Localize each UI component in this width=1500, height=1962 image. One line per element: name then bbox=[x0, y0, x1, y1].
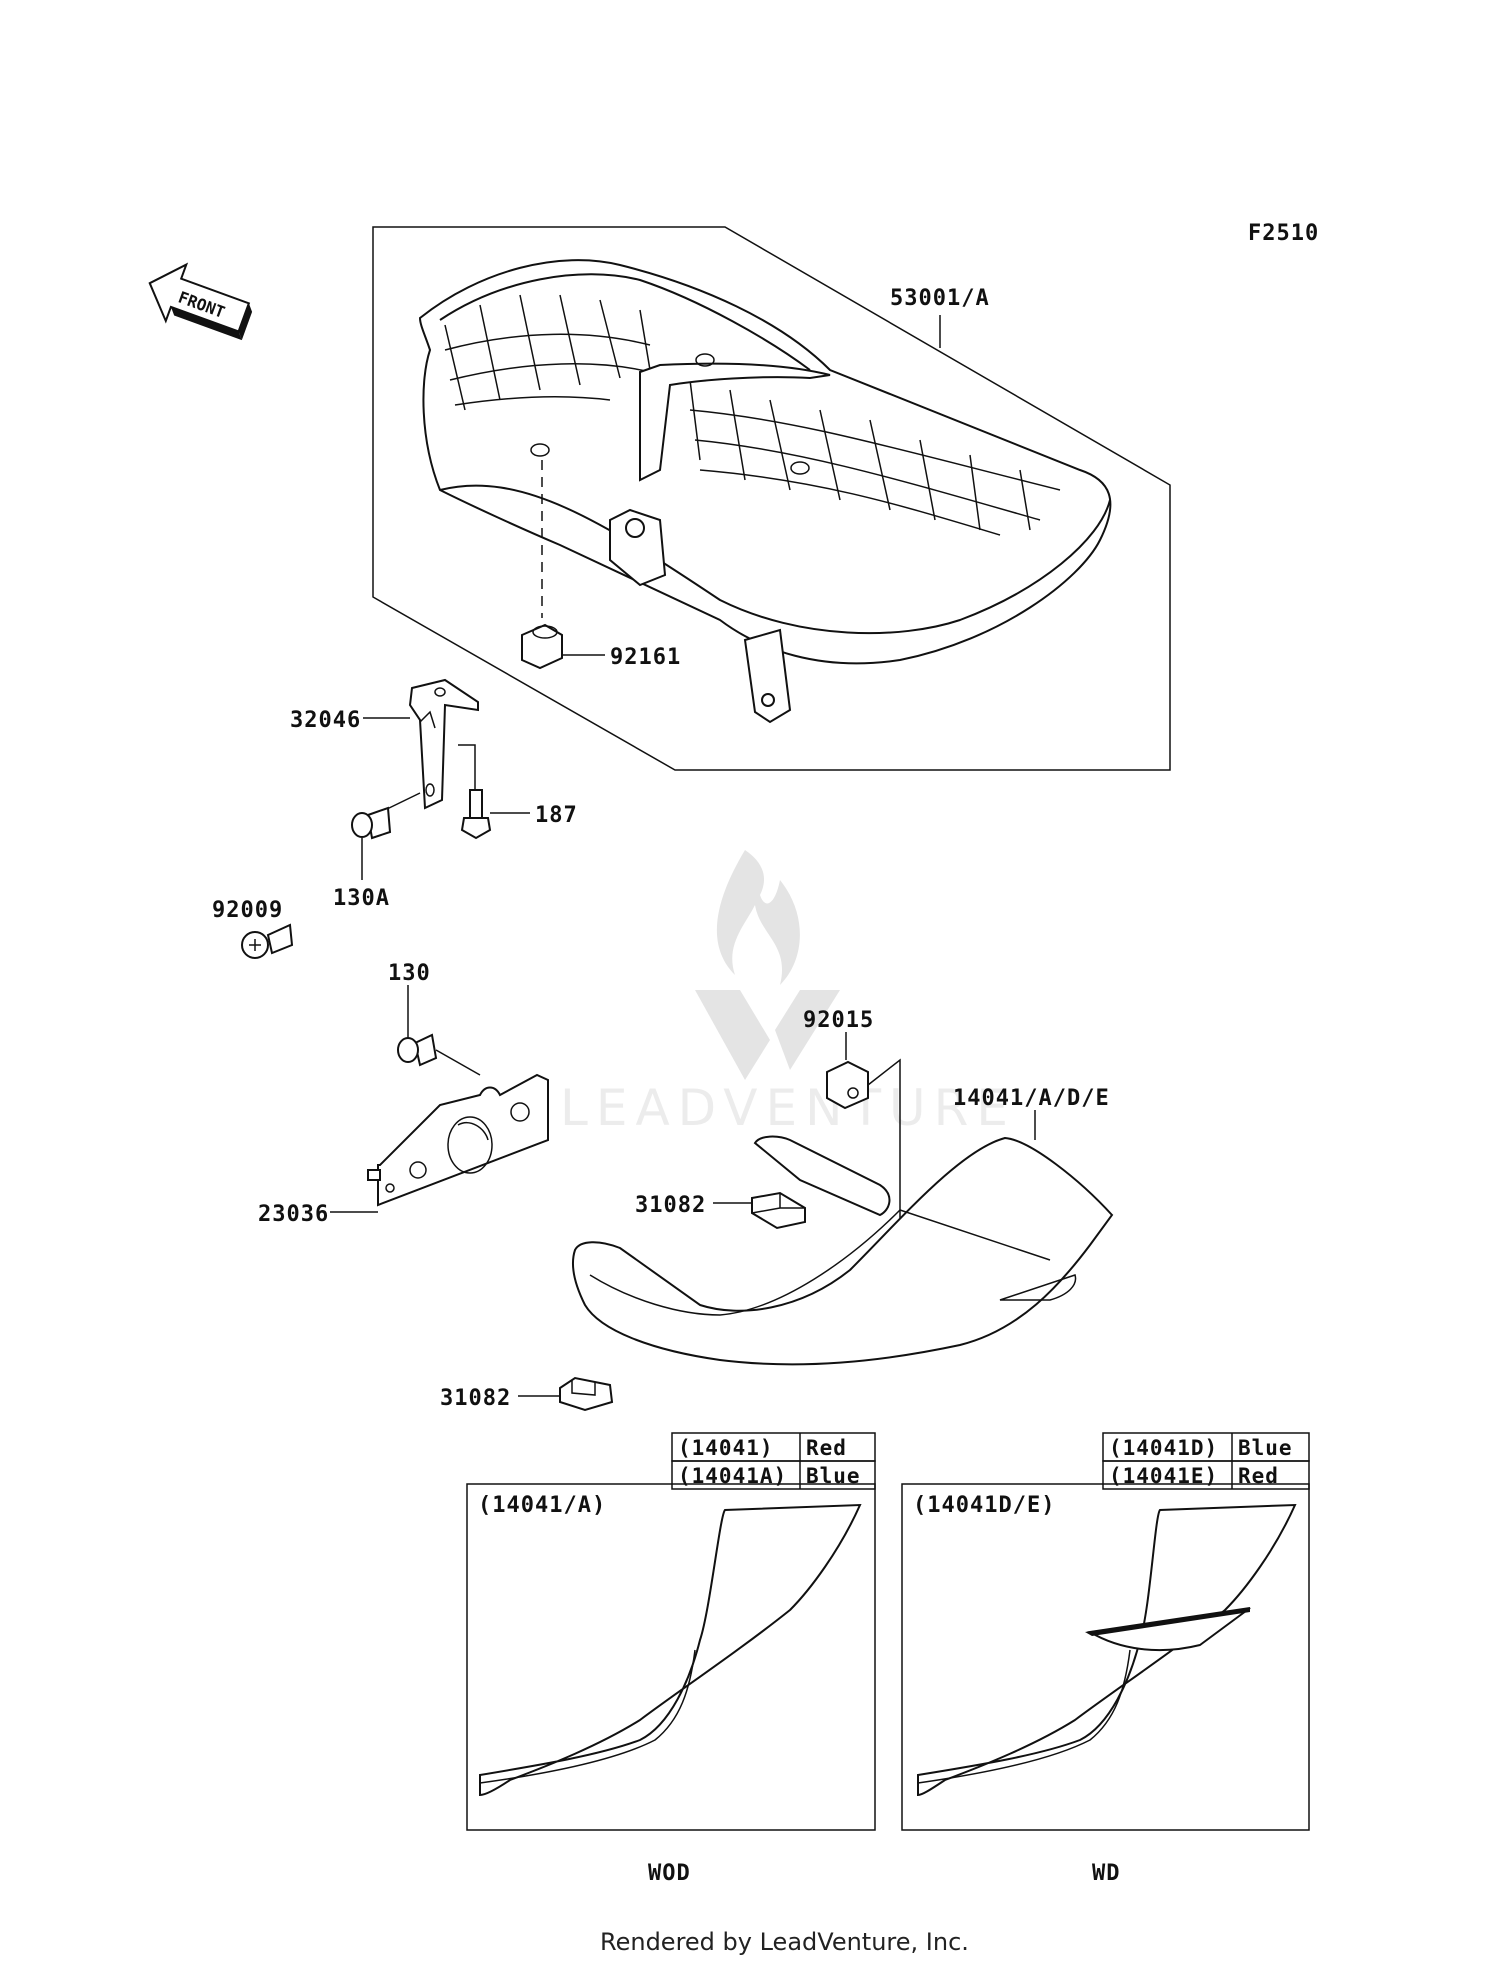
label-plate: 23036 bbox=[258, 1202, 329, 1227]
bolt-187 bbox=[458, 744, 492, 840]
label-bolt-130a: 130A bbox=[333, 886, 390, 911]
variant-1-frame bbox=[466, 1483, 876, 1831]
variant-1-row-1-code: (14041) bbox=[678, 1436, 774, 1460]
watermark-logo: LEADVENTURE bbox=[560, 850, 1016, 1137]
variant-1-row-1-color: Red bbox=[806, 1436, 847, 1460]
variant-1-panel-label: (14041/A) bbox=[478, 1493, 606, 1518]
seat-assembly-box bbox=[372, 226, 1171, 771]
label-screw: 92009 bbox=[212, 898, 283, 923]
label-side-cover: 14041/A/D/E bbox=[953, 1086, 1110, 1111]
cushion-upper bbox=[751, 1191, 806, 1230]
bolt-130a bbox=[351, 792, 421, 840]
plate-23036 bbox=[367, 1073, 549, 1207]
screw-92009 bbox=[241, 923, 294, 959]
color-table-2-row-2 bbox=[1102, 1460, 1310, 1490]
clip-guide-line bbox=[867, 1058, 901, 1210]
side-cover bbox=[572, 1135, 1114, 1366]
variant-panel-wd: (14041D) Blue (14041E) Red (14041D/E) WD bbox=[901, 1432, 1310, 1886]
figure-code: F2510 bbox=[1248, 221, 1319, 246]
front-arrow-icon: FRONT bbox=[148, 262, 253, 341]
cushion-lower bbox=[559, 1376, 614, 1412]
label-cushion-lower: 31082 bbox=[440, 1386, 511, 1411]
seat-drawing bbox=[418, 259, 1112, 724]
label-seat-damper: 92161 bbox=[610, 645, 681, 670]
label-cushion-upper: 31082 bbox=[635, 1193, 706, 1218]
label-bolt-187: 187 bbox=[535, 803, 578, 828]
variant-2-row-1-color: Blue bbox=[1238, 1436, 1293, 1460]
label-seat: 53001/A bbox=[890, 286, 990, 311]
variant-2-frame bbox=[901, 1483, 1310, 1831]
variant-2-panel-label: (14041D/E) bbox=[913, 1493, 1055, 1518]
color-table-1-row-2 bbox=[671, 1460, 876, 1490]
variant-2-model: WD bbox=[1092, 1861, 1121, 1886]
label-bracket: 32046 bbox=[290, 708, 361, 733]
bolt-130 bbox=[397, 1033, 481, 1076]
label-clip: 92015 bbox=[803, 1008, 874, 1033]
variant-2-row-1-code: (14041D) bbox=[1109, 1436, 1218, 1460]
seat-damper bbox=[521, 623, 563, 670]
watermark-text: LEADVENTURE bbox=[560, 1079, 1016, 1137]
bracket bbox=[408, 678, 479, 810]
footer-credit: Rendered by LeadVenture, Inc. bbox=[600, 1928, 969, 1956]
variant-1-model: WOD bbox=[648, 1861, 691, 1886]
label-bolt-130: 130 bbox=[388, 961, 431, 986]
variant-panel-wod: (14041) Red (14041A) Blue (14041/A) WOD bbox=[466, 1432, 876, 1886]
clip-92015 bbox=[826, 1060, 869, 1110]
